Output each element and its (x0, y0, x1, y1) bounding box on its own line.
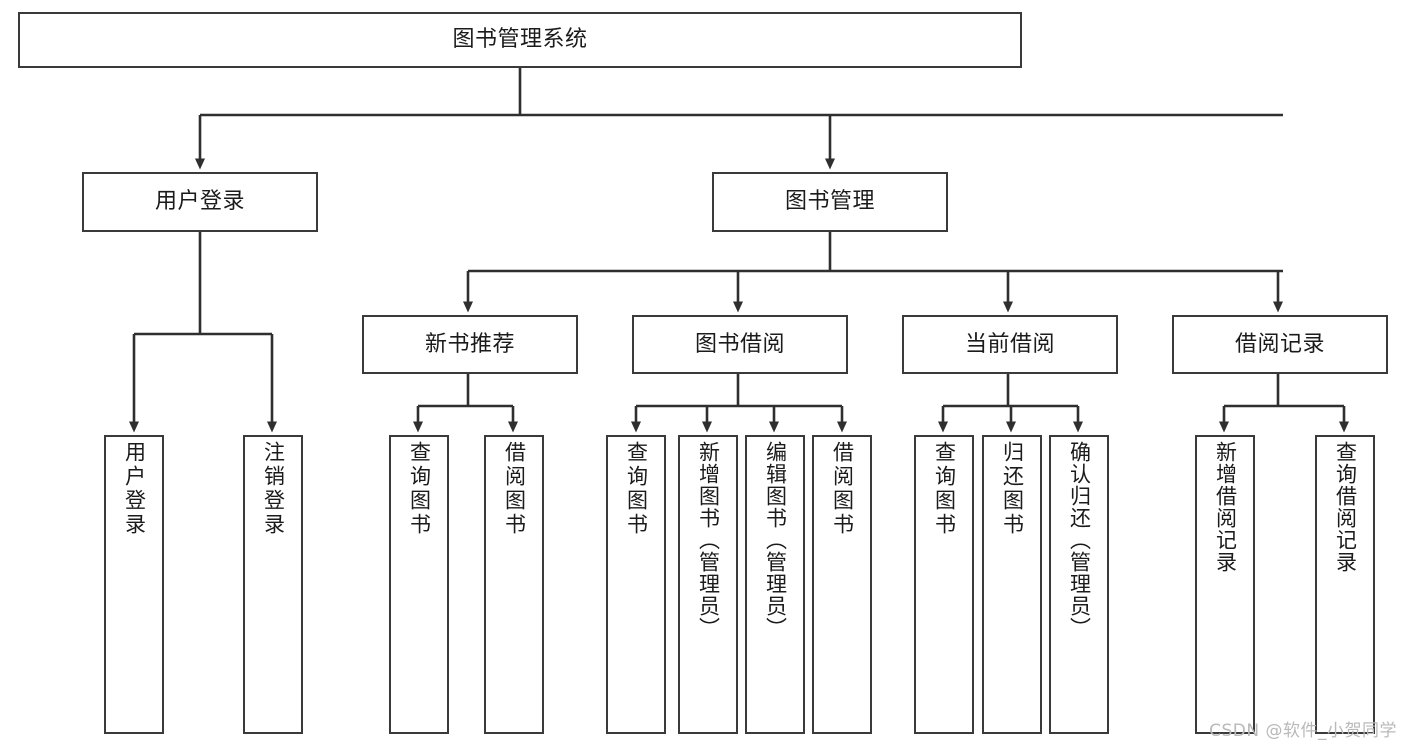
node-label: 用户登录 (122, 441, 147, 537)
leaf-borrow-record-query-record[interactable]: 查询借阅记录 (1315, 435, 1375, 734)
leaf-new-book-query-book[interactable]: 查询图书 (389, 435, 449, 734)
leaf-new-book-borrow-book[interactable]: 借阅图书 (484, 435, 544, 734)
node-label: 查询图书 (932, 441, 957, 537)
leaf-book-borrow-borrow-book[interactable]: 借阅图书 (812, 435, 872, 734)
node-label: 借阅图书 (830, 441, 855, 537)
node-label: 查询图书 (624, 441, 649, 537)
node-label: 新增借阅记录 (1213, 441, 1238, 573)
node-borrow-record[interactable]: 借阅记录 (1172, 315, 1388, 374)
leaf-user-login-login[interactable]: 用户登录 (104, 435, 164, 734)
node-user-login[interactable]: 用户登录 (82, 172, 318, 232)
node-label: 用户登录 (154, 189, 245, 215)
leaf-book-borrow-edit-book-admin[interactable]: 编辑图书（管理员） (745, 435, 805, 734)
node-label: 编辑图书（管理员） (763, 441, 788, 639)
leaf-current-borrow-confirm-return-admin[interactable]: 确认归还（管理员） (1049, 435, 1109, 734)
node-label: 新增图书（管理员） (696, 441, 721, 639)
node-book-management[interactable]: 图书管理 (712, 172, 948, 232)
node-label: 确认归还（管理员） (1067, 441, 1092, 639)
leaf-book-borrow-query-book[interactable]: 查询图书 (606, 435, 666, 734)
node-label: 图书管理系统 (452, 27, 588, 53)
node-label: 查询借阅记录 (1333, 441, 1358, 573)
leaf-book-borrow-add-book-admin[interactable]: 新增图书（管理员） (678, 435, 738, 734)
node-label: 新书推荐 (424, 331, 515, 357)
leaf-user-login-logout[interactable]: 注销登录 (243, 435, 303, 734)
node-label: 借阅图书 (502, 441, 527, 537)
node-label: 图书借阅 (694, 331, 785, 357)
leaf-current-borrow-query-book[interactable]: 查询图书 (914, 435, 974, 734)
node-label: 借阅记录 (1234, 331, 1325, 357)
node-label: 当前借阅 (964, 331, 1055, 357)
node-book-borrow[interactable]: 图书借阅 (632, 315, 848, 374)
leaf-current-borrow-return-book[interactable]: 归还图书 (982, 435, 1042, 734)
node-label: 查询图书 (407, 441, 432, 537)
node-label: 注销登录 (261, 441, 286, 537)
leaf-borrow-record-add-record[interactable]: 新增借阅记录 (1195, 435, 1255, 734)
node-label: 图书管理 (784, 189, 875, 215)
node-root-book-management-system[interactable]: 图书管理系统 (18, 12, 1022, 68)
node-current-borrow[interactable]: 当前借阅 (902, 315, 1118, 374)
node-new-book-recommend[interactable]: 新书推荐 (362, 315, 578, 374)
node-label: 归还图书 (1000, 441, 1025, 537)
